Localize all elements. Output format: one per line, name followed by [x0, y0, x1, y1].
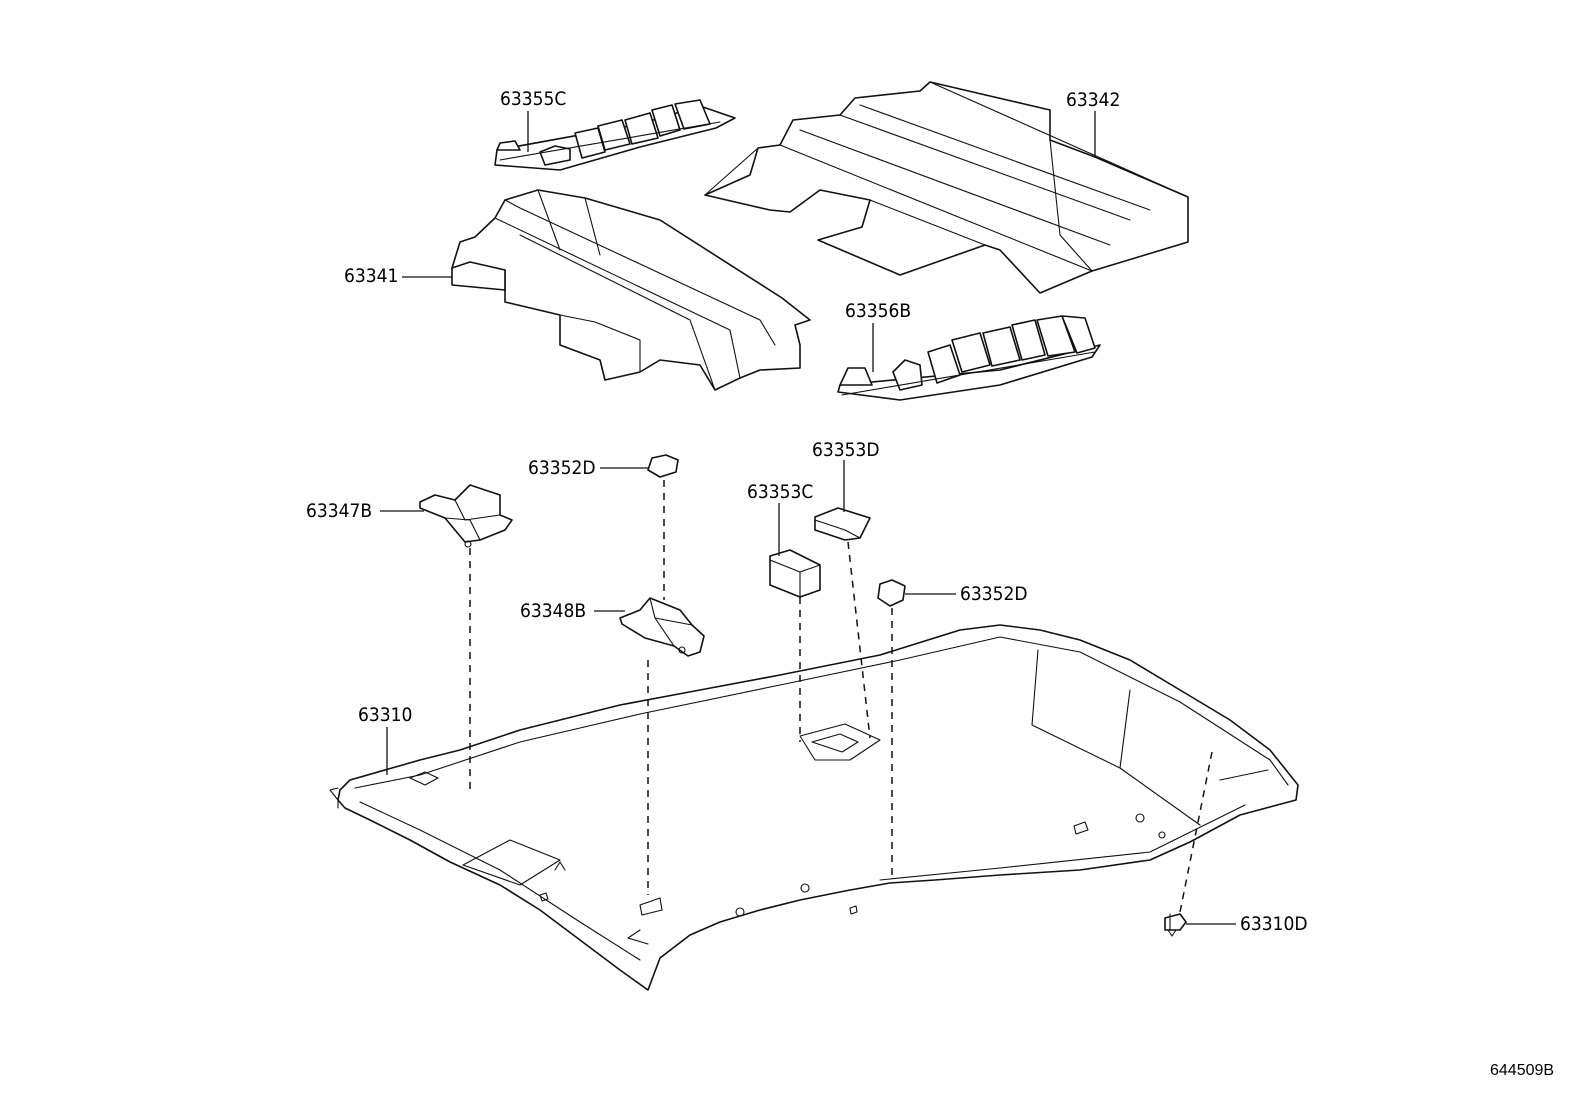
part-63310-headliner[interactable] [329, 624, 1299, 991]
part-63310d-clip[interactable] [1164, 913, 1187, 937]
label-63356b: 63356B [845, 300, 911, 322]
label-63353d: 63353D [812, 439, 880, 461]
leader-lines [380, 111, 1236, 925]
label-63352d-right: 63352D [960, 583, 1028, 605]
diagram-code: 644509B [1490, 1062, 1554, 1079]
label-63348b: 63348B [520, 600, 586, 622]
part-63356b-bracket[interactable] [837, 315, 1101, 401]
part-63341-silencer-pad[interactable] [451, 189, 811, 391]
label-63355c: 63355C [500, 88, 566, 110]
part-63348b-retainer[interactable] [619, 597, 705, 657]
part-63352d-pad-right[interactable] [877, 579, 906, 607]
label-63310d: 63310D [1240, 913, 1308, 935]
part-63353d-pad[interactable] [814, 507, 871, 541]
label-63347b: 63347B [306, 500, 372, 522]
label-63310: 63310 [358, 704, 412, 726]
assembly-lines [469, 480, 1213, 913]
label-63341: 63341 [344, 265, 398, 287]
part-63342-silencer-pad[interactable] [704, 81, 1189, 294]
part-63353c-pad[interactable] [769, 549, 821, 598]
label-63352d-top: 63352D [528, 457, 596, 479]
label-63342: 63342 [1066, 89, 1120, 111]
part-63347b-retainer[interactable] [419, 484, 513, 548]
part-63352d-pad-top[interactable] [647, 454, 679, 478]
part-63355c-bracket[interactable] [494, 99, 736, 171]
label-63353c: 63353C [747, 481, 813, 503]
